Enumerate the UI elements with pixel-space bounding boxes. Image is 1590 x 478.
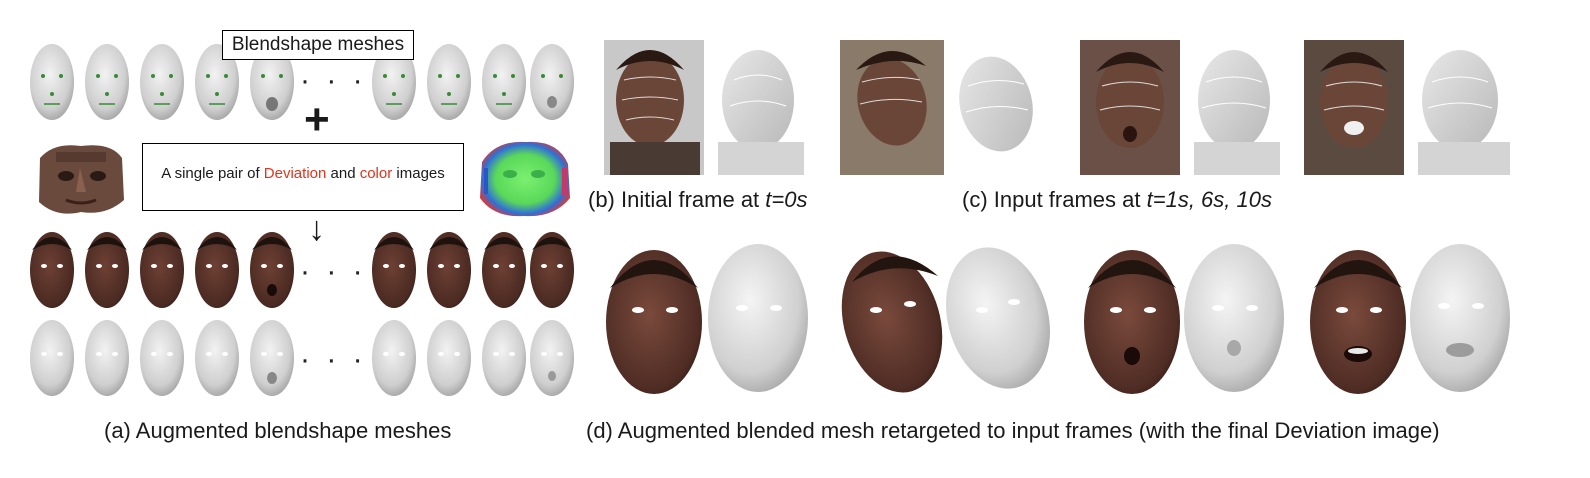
caption-b-time: t=0s xyxy=(765,187,808,212)
color-texture-image xyxy=(39,145,124,214)
frame-b-scan xyxy=(706,40,810,175)
frame-c2-photo xyxy=(1080,40,1180,175)
caption-c-times: t=1s, 6s, 10s xyxy=(1146,187,1272,212)
frame-b-photo xyxy=(604,40,704,175)
frame-c1-scan xyxy=(946,40,1050,175)
frame-c1-photo xyxy=(840,40,944,175)
color-word: color xyxy=(359,165,393,182)
mesh-row-ellipsis: · · · xyxy=(300,64,367,97)
deviation-image xyxy=(480,141,570,217)
down-arrow: ↓ xyxy=(308,210,325,248)
pair-text-prefix: A single pair of xyxy=(161,165,264,182)
frame-c3-photo xyxy=(1304,40,1404,175)
pair-text-mid: and xyxy=(326,165,360,182)
frame-c2-scan xyxy=(1182,40,1286,175)
deviation-word: Deviation xyxy=(263,165,327,182)
result-4-mesh xyxy=(1410,244,1510,392)
blendshape-mesh-row xyxy=(30,44,574,120)
color-row-ellipsis: · · · xyxy=(300,255,367,288)
mesh2-set-left xyxy=(30,320,294,396)
result-2-mesh xyxy=(946,247,1050,389)
caption-b-prefix: (b) Initial frame at xyxy=(588,187,766,212)
frame-c3-scan xyxy=(1406,40,1516,175)
color-set-right xyxy=(372,232,574,308)
caption-d: (d) Augmented blended mesh retargeted to… xyxy=(586,418,1440,443)
mesh-set-right xyxy=(372,44,574,120)
input-frames-strip xyxy=(604,40,1516,175)
result-2-color xyxy=(841,251,943,393)
plus-sign: + xyxy=(304,95,330,144)
caption-c-prefix: (c) Input frames at xyxy=(962,187,1147,212)
pair-text-suffix: images xyxy=(392,165,445,182)
color-set-left xyxy=(30,232,294,308)
result-4-color xyxy=(1310,250,1406,394)
caption-c: (c) Input frames at t=1s, 6s, 10s xyxy=(962,187,1272,213)
result-3-mesh xyxy=(1184,244,1284,392)
result-1-color xyxy=(606,250,702,394)
augmented-color-row xyxy=(30,232,574,308)
caption-a: (a) Augmented blendshape meshes xyxy=(104,418,452,443)
mesh2-row-ellipsis: · · · xyxy=(300,343,367,376)
pair-images-box: A single pair of Deviation and color ima… xyxy=(142,143,464,211)
mesh-set-left xyxy=(30,44,294,120)
caption-b: (b) Initial frame at t=0s xyxy=(588,187,807,213)
augmented-mesh-row xyxy=(30,320,574,396)
pair-images-text: A single pair of Deviation and color ima… xyxy=(143,165,463,182)
result-1-mesh xyxy=(708,244,808,392)
result-3-color xyxy=(1084,250,1180,394)
blendshape-meshes-label: Blendshape meshes xyxy=(222,30,414,60)
retargeted-results-strip xyxy=(606,244,1510,394)
mesh2-set-right xyxy=(372,320,574,396)
